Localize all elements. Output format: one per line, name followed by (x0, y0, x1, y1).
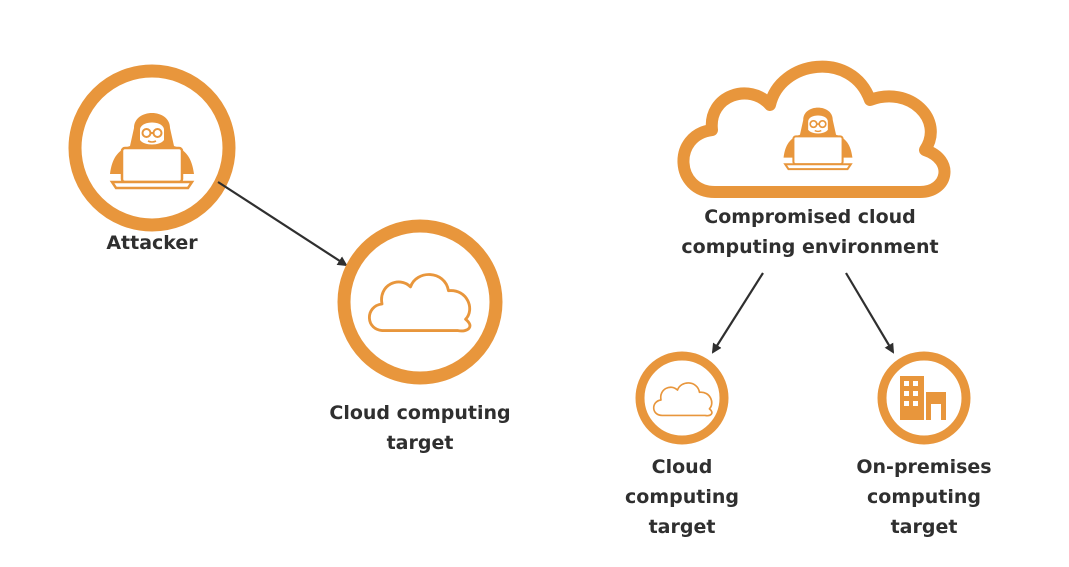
attacker-label-text: Attacker (106, 232, 198, 254)
small-cloud-label-line2: computing (625, 486, 739, 508)
compromised-label: Compromised cloud computing environment (660, 202, 960, 262)
onprem-target-node (877, 351, 971, 445)
onprem-label-line1: On-premises (856, 456, 992, 478)
small-cloud-target-label: Cloud computing target (612, 452, 752, 542)
onprem-target-label: On-premises computing target (849, 452, 999, 542)
arrow-to-onprem-target (845, 272, 895, 354)
arrow-to-cloud-target (711, 272, 764, 354)
cloud-target-label-line1: Cloud computing (329, 402, 511, 424)
small-cloud-label-line1: Cloud (651, 456, 713, 478)
cloud-target-label-line2: target (386, 432, 454, 454)
small-cloud-target-node (635, 351, 729, 445)
arrow-attacker-to-target (217, 181, 348, 267)
compromised-label-line2: computing environment (681, 236, 939, 258)
small-cloud-label-line3: target (648, 516, 716, 538)
cloud-target-label: Cloud computing target (320, 398, 520, 458)
onprem-label-line2: computing (867, 486, 981, 508)
compromised-label-line1: Compromised cloud (704, 206, 916, 228)
onprem-label-line3: target (890, 516, 958, 538)
cloud-target-ring (337, 219, 503, 385)
attacker-label: Attacker (92, 228, 212, 258)
building-icon (900, 376, 946, 420)
cloud-target-node (337, 219, 503, 385)
attacker-node (68, 64, 236, 232)
compromised-environment-node (677, 60, 951, 198)
small-cloud-ring (635, 351, 729, 445)
